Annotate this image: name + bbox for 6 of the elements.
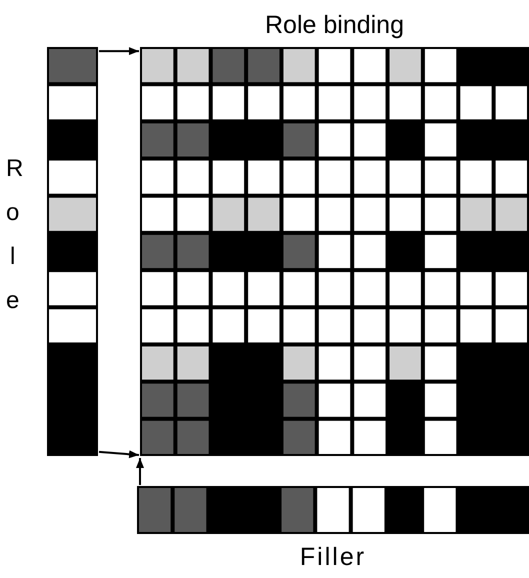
arrow [99, 47, 139, 56]
arrow [136, 458, 144, 485]
vector-label: Filler [300, 543, 366, 571]
arrow [98, 450, 140, 458]
vector-label: Role [6, 154, 20, 316]
matrix-title: Role binding [265, 11, 404, 39]
